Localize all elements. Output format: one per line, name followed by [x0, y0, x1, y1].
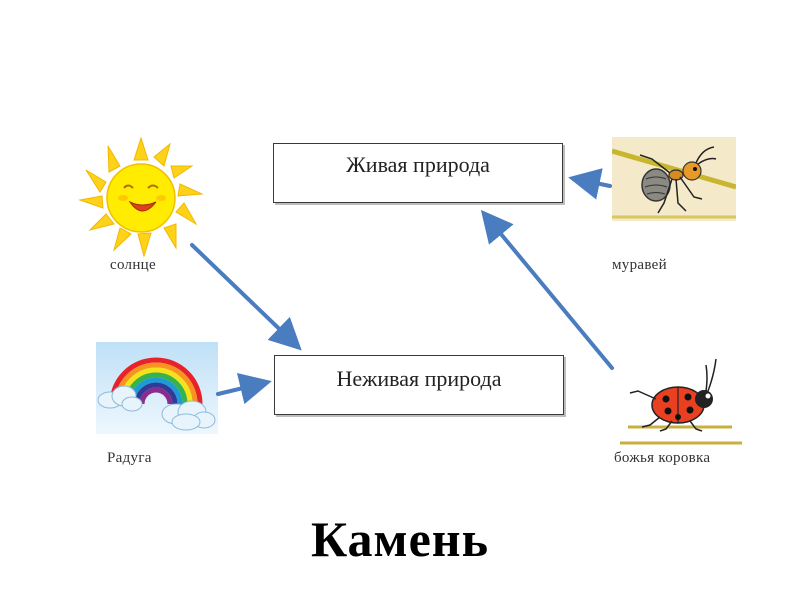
living-nature-label: Живая природа — [346, 152, 490, 177]
arrow-rainbow-to-nonliving — [216, 373, 272, 405]
nonliving-nature-label: Неживая природа — [336, 366, 502, 391]
stone-word: Камень — [310, 511, 490, 567]
rainbow-caption: Радуга — [107, 450, 152, 466]
arrow-ladybug-to-living — [480, 209, 614, 370]
arrow-ant-to-living — [568, 168, 612, 200]
ladybug-icon — [620, 355, 742, 447]
living-nature-box: Живая природа — [273, 143, 563, 203]
rainbow-icon — [96, 342, 218, 434]
arrow-sun-to-nonliving — [190, 243, 302, 351]
nonliving-nature-box: Неживая природа — [274, 355, 564, 415]
sun-caption: солнце — [110, 257, 156, 273]
sun-icon — [78, 136, 204, 258]
ant-caption: муравей — [612, 257, 667, 273]
ant-icon — [612, 137, 736, 221]
ladybug-caption: божья коровка — [614, 450, 711, 466]
